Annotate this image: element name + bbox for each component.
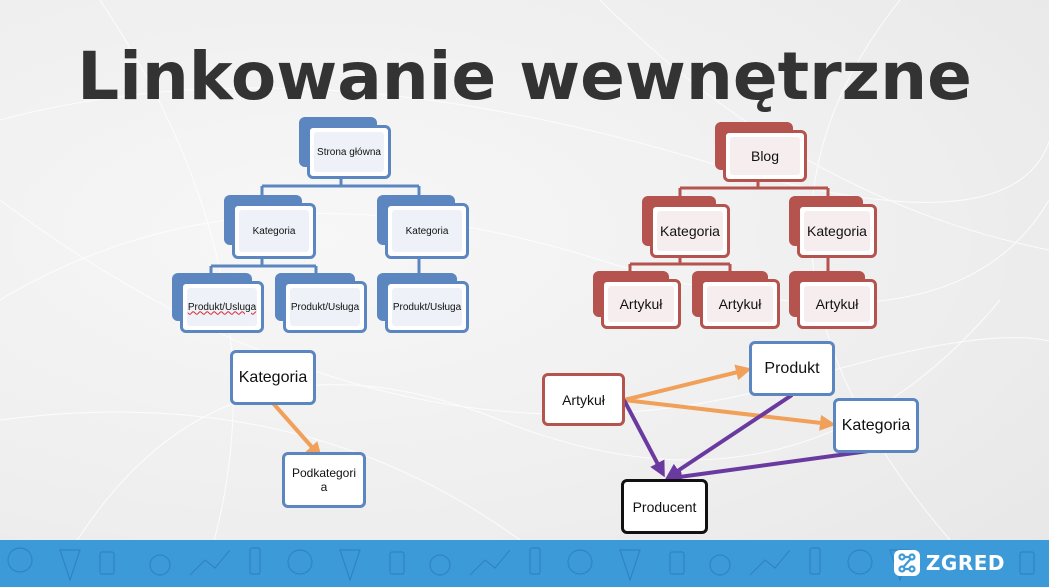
node-label: Kategoria [252, 225, 296, 237]
node-label: Kategoria [807, 223, 867, 239]
node-kategoria: Kategoria [789, 196, 877, 258]
flow-artykul-label: Artykuł [562, 391, 605, 408]
node-label: Produkt/Usługa [392, 301, 462, 313]
node-label: Strona główna [317, 146, 381, 158]
flow-produkt-label: Produkt [764, 359, 820, 377]
arrow-artykul-to-produkt [623, 364, 752, 402]
flow-podkategoria-label: Podkategori a [291, 466, 357, 494]
node-label: Blog [750, 148, 780, 164]
node-artykul: Artykuł [789, 271, 877, 329]
link-nodes-icon [893, 550, 920, 576]
arrow-kategoria-to-producent [666, 448, 877, 485]
flow-producent-box: Producent [621, 479, 708, 534]
flow-kategoria-label: Kategoria [238, 368, 308, 386]
arrow-kategoria-to-podkategoria [270, 400, 322, 459]
zgred-logo[interactable]: ZGRED [893, 550, 1005, 576]
node-label: Artykuł [815, 296, 859, 312]
node-artykul: Artykuł [692, 271, 780, 329]
flow-kategoria-box: Kategoria [230, 350, 316, 405]
node-kategoria: Kategoria [642, 196, 730, 258]
node-label: Kategoria [405, 225, 449, 237]
node-label: Kategoria [660, 223, 720, 239]
arrow-artykul-to-producent [622, 399, 665, 478]
flow-kategoria-box: Kategoria [833, 398, 919, 453]
logo-text: ZGRED [925, 551, 1005, 575]
flow-produkt-box: Produkt [749, 341, 835, 396]
node-kategoria: Kategoria [224, 195, 316, 259]
node-label: Produkt/Usługa [290, 301, 360, 313]
node-kategoria: Kategoria [377, 195, 469, 259]
node-blog: Blog [715, 122, 807, 182]
footer-pattern [7, 547, 1035, 582]
node-artykul: Artykuł [593, 271, 681, 329]
node-produkt-usluga: Produkt/Usługa [377, 273, 469, 333]
page-title: Linkowanie wewnętrzne [77, 38, 972, 115]
node-label: Produkt/Usluga [187, 301, 257, 313]
flow-artykul-box: Artykuł [542, 373, 625, 426]
flow-kategoria-label: Kategoria [841, 416, 911, 434]
node-produkt-usluga: Produkt/Usługa [275, 273, 367, 333]
flow-producent-label: Producent [632, 498, 697, 515]
node-label: Artykuł [619, 296, 663, 312]
node-label: Artykuł [718, 296, 762, 312]
footer-bar: ZGRED [0, 540, 1049, 587]
node-produkt-usluga: Produkt/Usluga [172, 273, 264, 333]
arrow-produkt-to-producent [665, 393, 794, 480]
node-strona-glowna: Strona główna [299, 117, 391, 179]
arrow-artykul-to-kategoria [623, 398, 836, 431]
flow-podkategoria-box: Podkategori a [282, 452, 366, 508]
